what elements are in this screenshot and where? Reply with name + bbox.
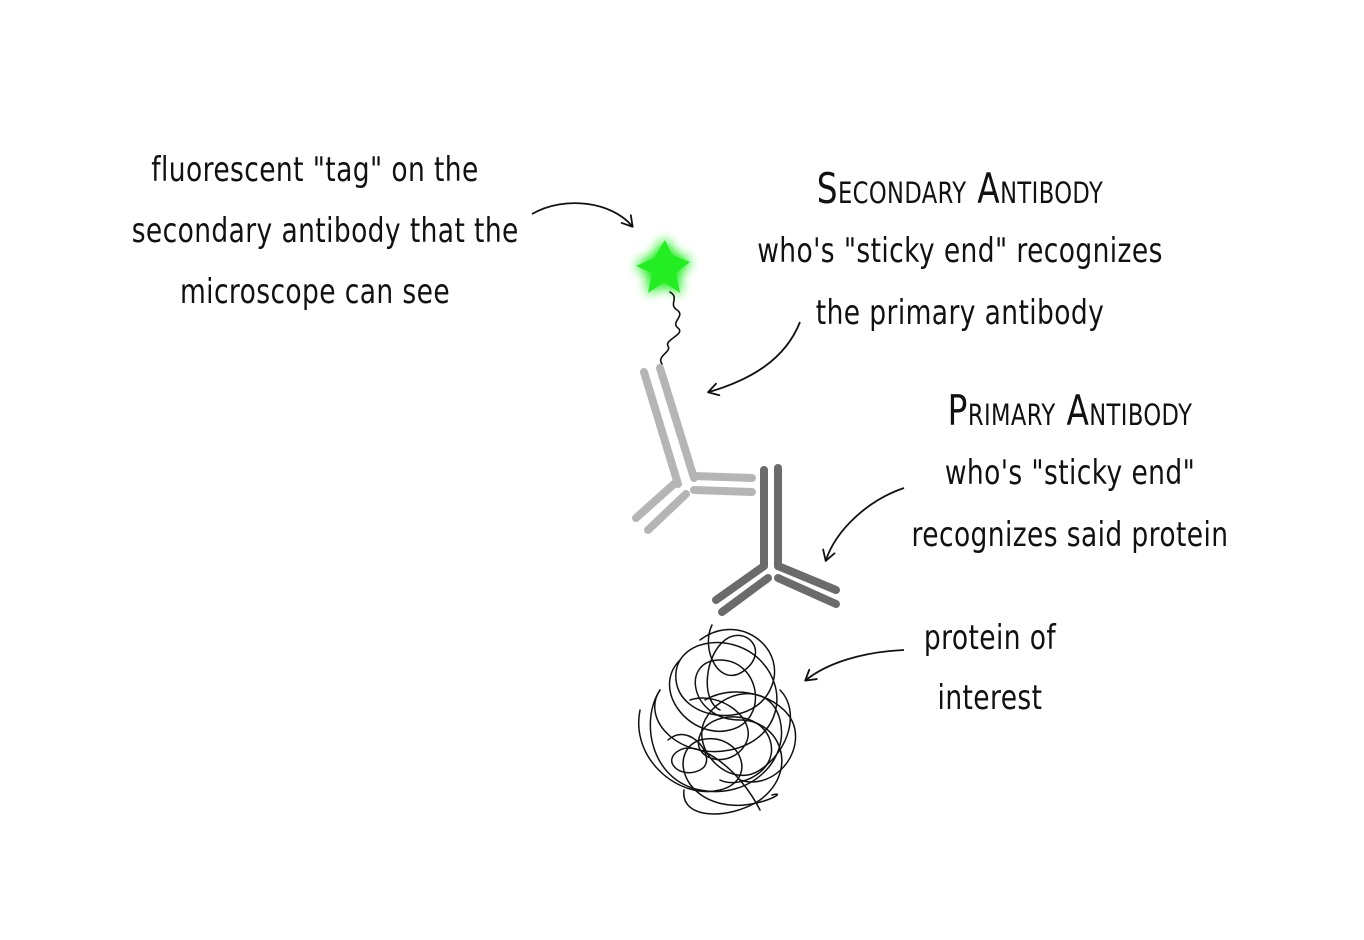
fluorescent-tag-star-icon — [636, 240, 690, 293]
primary-antibody-title: Primary Antibody — [947, 386, 1193, 435]
protein-arrow — [804, 649, 905, 682]
secondary-antibody — [632, 364, 756, 534]
tag-tether-squiggle — [659, 291, 681, 365]
fluorescent-tag-label: fluorescent "tag" on the secondary antib… — [131, 140, 519, 323]
protein-of-interest-label: protein of interest — [904, 608, 1076, 728]
fluorescent-tag-label-line-3: microscope can see — [179, 272, 451, 312]
protein-label-line-2: interest — [937, 678, 1043, 718]
protein-label-line-1: protein of — [923, 618, 1057, 658]
primary-antibody-label-line-1: who's "sticky end" — [944, 453, 1196, 493]
fluorescent-tag-label-line-2: secondary antibody that the — [131, 211, 519, 251]
tag-arrow — [531, 202, 634, 228]
secondary-antibody-label-line-1: who's "sticky end" recognizes — [757, 231, 1163, 271]
secondary-antibody-title: Secondary Antibody — [816, 164, 1104, 213]
primary-arrow — [822, 487, 905, 562]
fluorescent-tag-label-line-1: fluorescent "tag" on the — [151, 150, 479, 190]
protein-of-interest-scribble-icon — [637, 624, 797, 815]
primary-antibody — [712, 464, 840, 616]
secondary-antibody-label: Secondary Antibody who's "sticky end" re… — [749, 158, 1170, 344]
secondary-antibody-label-line-2: the primary antibody — [815, 293, 1105, 333]
primary-antibody-label-line-2: recognizes said protein — [911, 515, 1229, 555]
secondary-arrow — [707, 321, 801, 397]
primary-antibody-label: Primary Antibody who's "sticky end" reco… — [898, 380, 1241, 566]
